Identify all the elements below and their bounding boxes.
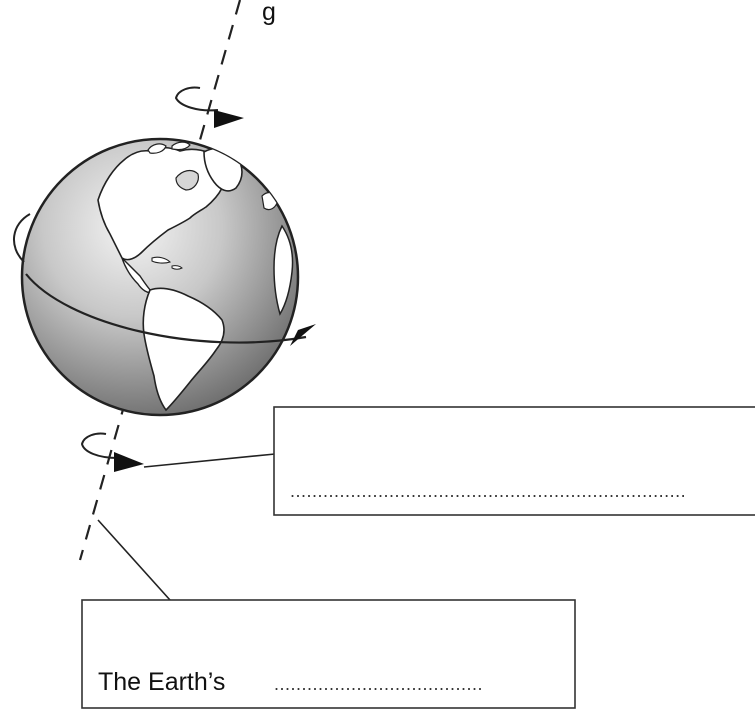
answer-line-axis[interactable]: ...................................... [274, 674, 483, 694]
answer-box-rotation: ........................................… [273, 406, 755, 516]
answer-box-axis: The Earth’s ............................… [81, 599, 576, 709]
leader-line-rotation [143, 453, 276, 468]
bottom-rotation-arrow-icon [80, 432, 144, 472]
equator-rotation-arrowhead [290, 324, 316, 346]
globe-rotation-arc-left [12, 213, 31, 263]
answer-prefix-label: The Earth’s [98, 668, 225, 696]
cropped-heading-fragment: g [262, 0, 276, 26]
answer-line-rotation[interactable]: ........................................… [290, 481, 686, 501]
top-rotation-arrow-icon [174, 86, 244, 128]
south-america-landmass [142, 287, 225, 412]
africa-landmass [273, 224, 294, 316]
equator-line [25, 273, 307, 344]
leader-line-axis [97, 519, 171, 601]
earth-globe [20, 137, 307, 417]
